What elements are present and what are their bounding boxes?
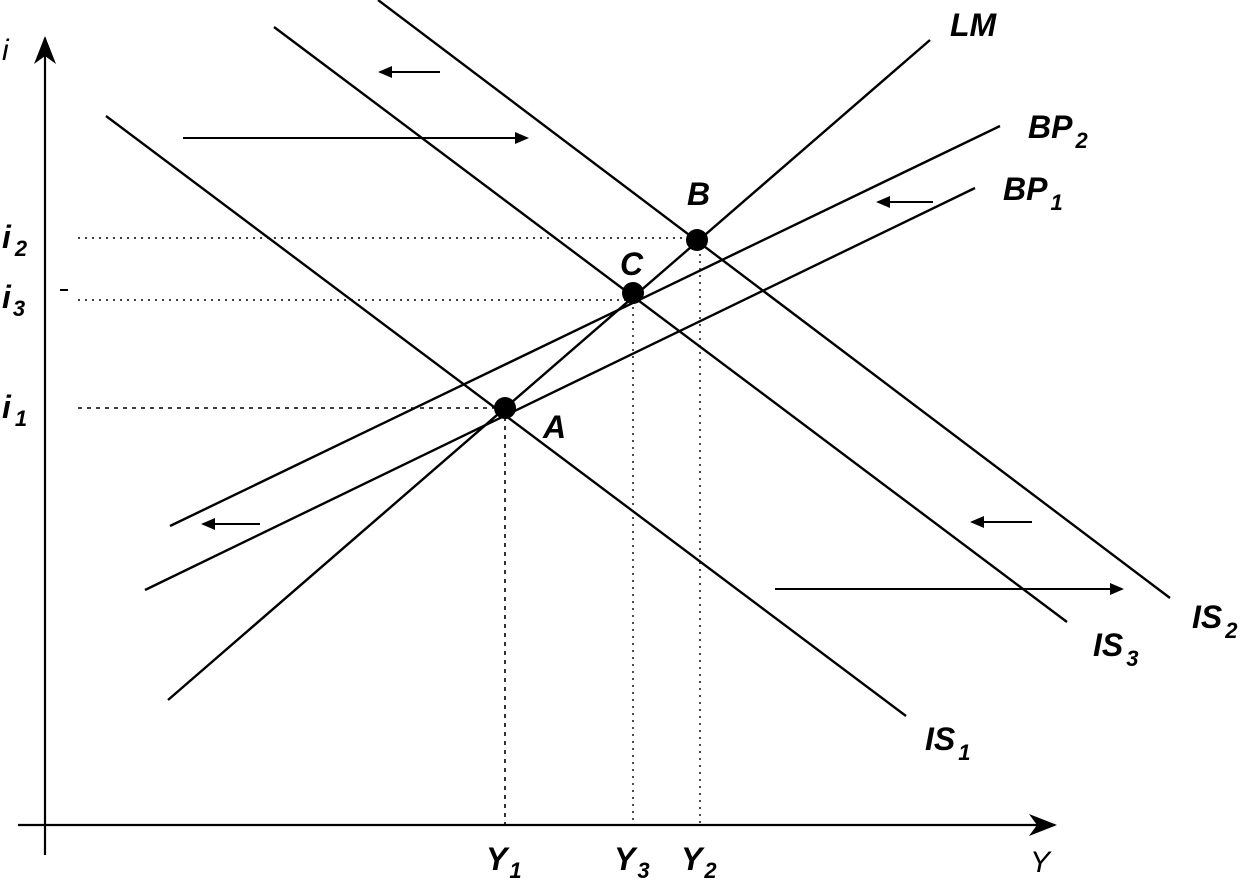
i3-label-sub: 3: [13, 296, 25, 321]
y2-label-main: Y: [681, 841, 705, 877]
y1-label-sub: 1: [509, 858, 521, 883]
point-c-label: C: [620, 246, 644, 282]
bp2-label-sub: 2: [1074, 128, 1088, 153]
bp1-curve: [144, 186, 976, 592]
point-b-label: B: [687, 176, 710, 212]
y1-label: Y1: [486, 841, 522, 883]
i2-label-main: i: [2, 219, 12, 255]
point-a-marker: [494, 397, 516, 419]
y2-label: Y2: [681, 841, 717, 883]
i2-label-sub: 2: [14, 236, 28, 261]
bp1-label-sub: 1: [1050, 190, 1062, 215]
is1-label-sub: 1: [958, 740, 970, 765]
bp1-label-main: BP: [1003, 171, 1048, 207]
y1-label-main: Y: [486, 841, 510, 877]
bp2-label-main: BP: [1028, 109, 1073, 145]
point-b-marker: [686, 229, 708, 251]
is2-curve: [377, 0, 1171, 599]
i3-label: i3: [2, 279, 25, 321]
is3-label-main: IS: [1093, 627, 1124, 663]
is3-label-sub: 3: [1126, 646, 1138, 671]
y-axis-label: i: [2, 34, 10, 67]
y3-label-main: Y: [614, 841, 638, 877]
lm-curve: [167, 39, 931, 701]
is3-curve: [273, 26, 1068, 623]
is1-label-main: IS: [925, 721, 956, 757]
y3-label-sub: 3: [637, 858, 649, 883]
y2-label-sub: 2: [703, 858, 717, 883]
is2-label-sub: 2: [1224, 618, 1238, 643]
bp2-curve: [169, 124, 1001, 528]
x-axis-label: Y: [1030, 846, 1052, 879]
point-a-label: A: [542, 409, 566, 445]
is2-label-main: IS: [1192, 599, 1223, 635]
i1-label-sub: 1: [15, 406, 27, 431]
i1-label-main: i: [2, 389, 12, 425]
point-c-marker: [622, 282, 644, 304]
i3-label-main: i: [2, 279, 12, 315]
lm-label: LM: [950, 7, 998, 43]
y3-label: Y3: [614, 841, 650, 883]
